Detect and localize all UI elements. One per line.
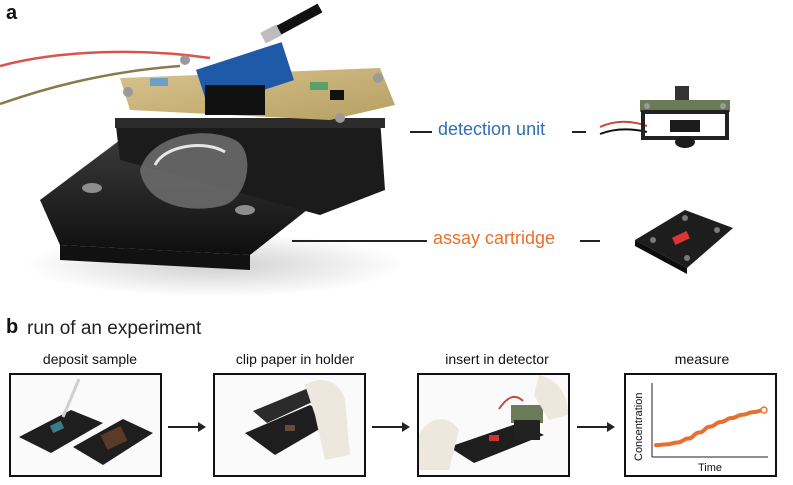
clip-paper-photo	[245, 380, 350, 460]
insert-detector-photo	[419, 375, 568, 470]
y-axis-label: Concentration	[633, 393, 645, 462]
panel-b-letter: b	[6, 316, 19, 338]
arrow-3	[577, 420, 615, 432]
step-clip-paper-image	[213, 373, 366, 477]
panel-a-letter: a	[6, 2, 18, 24]
arrow-1	[168, 420, 206, 432]
assay-cartridge-photo	[635, 210, 733, 274]
assay-cartridge-leader-left	[292, 240, 427, 242]
step-label-insert-detector: insert in detector	[445, 351, 549, 367]
x-axis-label: Time	[698, 462, 722, 474]
detection-unit-leader-left	[410, 131, 432, 133]
detection-unit-leader-right	[572, 131, 586, 133]
deposit-sample-photo	[19, 378, 153, 465]
detector-assembly-photo	[0, 3, 405, 297]
assay-cartridge-leader-right	[580, 240, 600, 242]
assay-cartridge-label: assay cartridge	[433, 228, 556, 248]
step-label-clip-paper: clip paper in holder	[235, 351, 355, 367]
step-measure-chart-box: Concentration Time	[624, 373, 777, 477]
step-deposit-sample-image	[9, 373, 162, 477]
detection-unit-photo	[599, 86, 730, 148]
concentration-series-line	[654, 408, 766, 448]
step-insert-detector-image	[417, 373, 570, 477]
series-end-point	[760, 406, 768, 414]
panel-b-title: run of an experiment	[27, 318, 202, 339]
step-label-deposit-sample: deposit sample	[42, 351, 138, 367]
arrow-2	[372, 420, 410, 432]
detection-unit-label: detection unit	[438, 119, 546, 139]
step-label-measure: measure	[674, 351, 730, 367]
chart-axes	[651, 383, 768, 458]
concentration-time-chart: Concentration Time	[633, 383, 768, 474]
